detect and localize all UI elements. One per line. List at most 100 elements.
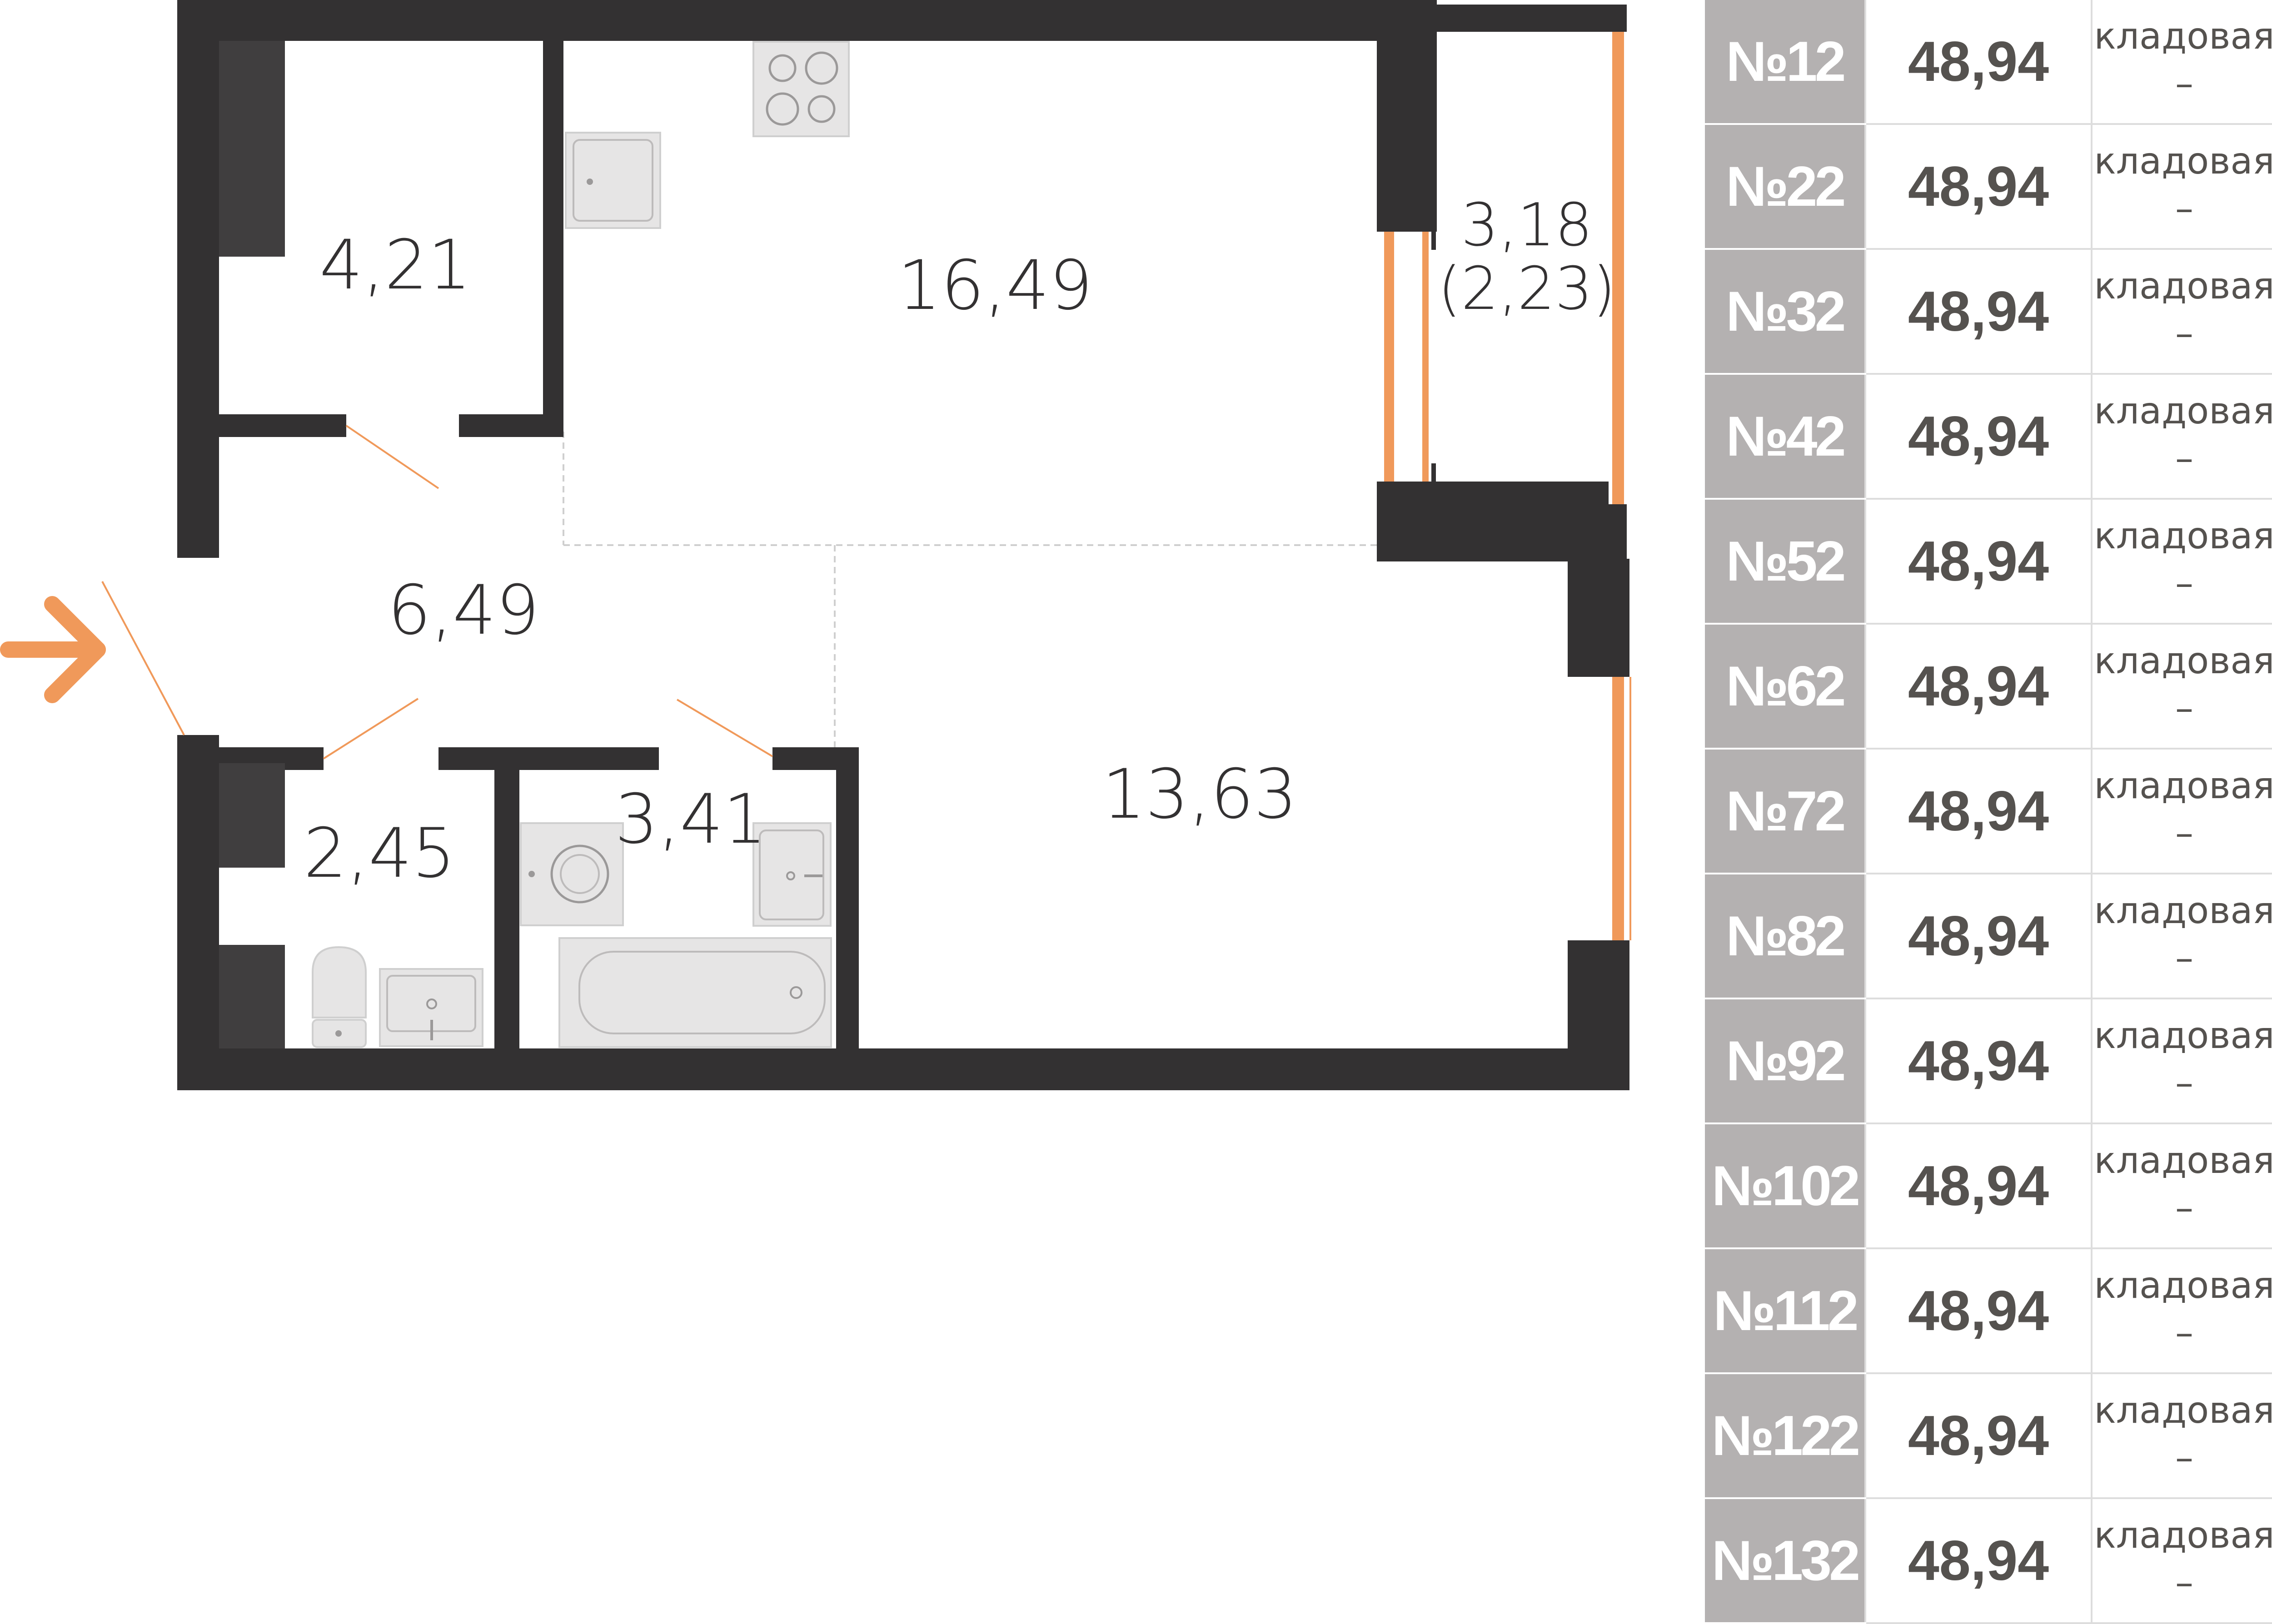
storage-label: кладовая	[2094, 15, 2272, 57]
storage-value: –	[2175, 187, 2193, 229]
storage-value: –	[2175, 312, 2193, 354]
unit-storage: кладовая –	[2092, 249, 2272, 375]
bathroom-sink-icon	[752, 822, 832, 927]
storage-label: кладовая	[2094, 1014, 2272, 1057]
arrow-right-icon	[0, 596, 106, 703]
storage-value: –	[2175, 1062, 2193, 1104]
living-area-label: 13,63	[1102, 755, 1297, 834]
storage-label: кладовая	[2094, 1389, 2272, 1431]
wc-area-label: 2,45	[304, 814, 455, 893]
unit-number: №72	[1705, 749, 1865, 874]
storage-value: –	[2175, 687, 2193, 729]
unit-area: 48,94	[1864, 499, 2093, 625]
unit-number: №22	[1705, 124, 1865, 250]
unit-number: №12	[1705, 0, 1865, 125]
hall-area-label: 6,49	[388, 571, 539, 650]
unit-area: 48,94	[1864, 998, 2093, 1124]
unit-storage: кладовая –	[2092, 1498, 2272, 1624]
unit-number: №122	[1705, 1373, 1865, 1499]
unit-storage: кладовая –	[2092, 124, 2272, 250]
unit-area: 48,94	[1864, 249, 2093, 375]
washing-machine-icon	[520, 822, 624, 926]
bathroom-area-label: 3,41	[615, 780, 767, 859]
storage-value: –	[2175, 812, 2193, 854]
unit-storage: кладовая –	[2092, 874, 2272, 999]
windows	[1377, 32, 1631, 940]
unit-storage: кладовая –	[2092, 499, 2272, 625]
unit-area: 48,94	[1864, 124, 2093, 250]
door-swings	[101, 425, 773, 760]
unit-area: 48,94	[1864, 1498, 2093, 1624]
storage-value: –	[2175, 1311, 2193, 1354]
unit-storage: кладовая –	[2092, 374, 2272, 500]
unit-storage: кладовая –	[2092, 1123, 2272, 1249]
zone-dividers	[563, 432, 1377, 747]
walls	[177, 0, 1629, 1090]
unit-number: №32	[1705, 249, 1865, 375]
storage-label: кладовая	[2094, 1514, 2272, 1556]
unit-area: 48,94	[1864, 374, 2093, 500]
floor-plan: 4,21 16,49 3,18 (2,23) 6,49 2,45 3,41 13…	[0, 0, 1631, 1090]
storage-label: кладовая	[2094, 140, 2272, 182]
unit-area: 48,94	[1864, 749, 2093, 874]
unit-storage: кладовая –	[2092, 998, 2272, 1124]
unit-number: №62	[1705, 624, 1865, 750]
kitchen-area-label: 16,49	[897, 246, 1092, 325]
storage-value: –	[2175, 1187, 2193, 1229]
storage-label: кладовая	[2094, 640, 2272, 682]
unit-number: №52	[1705, 499, 1865, 625]
storage-label: кладовая	[2094, 265, 2272, 307]
unit-storage: кладовая –	[2092, 624, 2272, 750]
wc-sink-icon	[379, 968, 483, 1047]
storage-label: кладовая	[2094, 1264, 2272, 1306]
unit-number: №102	[1705, 1123, 1865, 1249]
unit-number: №82	[1705, 874, 1865, 999]
unit-storage: кладовая –	[2092, 1248, 2272, 1374]
storage-value: –	[2175, 937, 2193, 979]
unit-area: 48,94	[1864, 0, 2093, 125]
unit-storage: кладовая –	[2092, 749, 2272, 874]
unit-number: №132	[1705, 1498, 1865, 1624]
storage-area-label: 4,21	[319, 226, 471, 305]
storage-label: кладовая	[2094, 765, 2272, 807]
kitchen-sink-icon	[565, 132, 661, 229]
stove-icon	[752, 41, 850, 137]
unit-storage: кладовая –	[2092, 0, 2272, 125]
unit-area: 48,94	[1864, 1373, 2093, 1499]
unit-number: №42	[1705, 374, 1865, 500]
storage-label: кладовая	[2094, 1139, 2272, 1182]
storage-value: –	[2175, 1561, 2193, 1604]
unit-number: №92	[1705, 998, 1865, 1124]
storage-value: –	[2175, 562, 2193, 604]
storage-label: кладовая	[2094, 390, 2272, 432]
storage-value: –	[2175, 1436, 2193, 1479]
bathtub-icon	[558, 937, 832, 1048]
balcony-reduced-area-label: (2,23)	[1438, 254, 1616, 323]
unit-area: 48,94	[1864, 1248, 2093, 1374]
storage-value: –	[2175, 62, 2193, 104]
storage-label: кладовая	[2094, 889, 2272, 932]
storage-label: кладовая	[2094, 515, 2272, 557]
unit-area: 48,94	[1864, 874, 2093, 999]
storage-value: –	[2175, 437, 2193, 479]
toilet-icon	[312, 946, 367, 1048]
unit-storage: кладовая –	[2092, 1373, 2272, 1499]
unit-area: 48,94	[1864, 1123, 2093, 1249]
balcony-area-label: 3,18	[1461, 190, 1592, 259]
unit-number: №112	[1705, 1248, 1865, 1374]
unit-area: 48,94	[1864, 624, 2093, 750]
